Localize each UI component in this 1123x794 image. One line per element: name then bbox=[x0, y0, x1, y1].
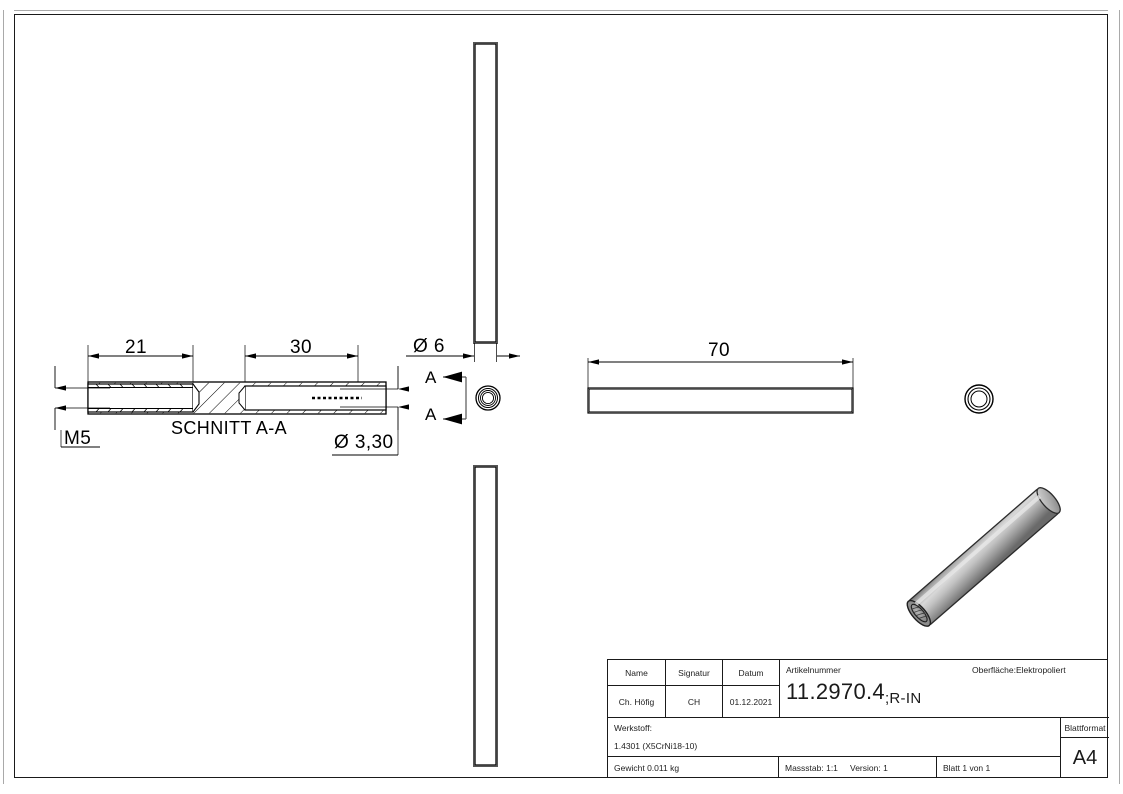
value-datum: 01.12.2021 bbox=[722, 685, 779, 717]
trim-line-top bbox=[14, 10, 1108, 11]
article-number-cell: Artikelnummer 11.2970.4;R-IN Oberfläche:… bbox=[779, 660, 1109, 717]
drawing-border bbox=[14, 14, 1108, 778]
section-view-caption: SCHNITT A-A bbox=[171, 418, 288, 438]
value-name: Ch. Höfig bbox=[608, 685, 665, 717]
isometric-rod-model bbox=[906, 487, 1061, 627]
section-marker-a-top: A bbox=[425, 368, 437, 387]
part-number-main: 11.2970.4 bbox=[786, 679, 885, 704]
value-oberflaeche: Elektropoliert bbox=[1016, 665, 1066, 675]
value-massstab: Massstab: 1:1 bbox=[778, 756, 844, 778]
dimension-overall-length: 70 bbox=[708, 340, 730, 361]
value-gewicht: Gewicht 0.011 kg bbox=[608, 756, 778, 778]
dimension-bore-length: 30 bbox=[290, 337, 312, 358]
dimension-outer-diameter: Ø 6 bbox=[413, 336, 445, 357]
label-artikelnummer: Artikelnummer bbox=[786, 665, 841, 675]
label-blattformat: Blattformat bbox=[1060, 717, 1109, 737]
label-werkstoff: Werkstoff: bbox=[614, 723, 652, 733]
header-name: Name bbox=[625, 667, 648, 678]
header-datum: Datum bbox=[722, 660, 779, 685]
value-version: Version: 1 bbox=[844, 756, 936, 778]
dimension-thread-length: 21 bbox=[125, 337, 147, 358]
part-number-suffix: ;R-IN bbox=[884, 690, 922, 707]
value-werkstoff: 1.4301 (X5CrNi18-10) bbox=[614, 741, 698, 751]
trim-line-right bbox=[1119, 10, 1120, 784]
dimension-bore-diameter: Ø 3,30 bbox=[334, 432, 394, 453]
label-oberflaeche: Oberfläche: bbox=[972, 665, 1016, 675]
werkstoff-cell: Werkstoff: 1.4301 (X5CrNi18-10) bbox=[608, 717, 1060, 756]
value-blattformat: A4 bbox=[1060, 737, 1109, 778]
value-blatt: Blatt 1 von 1 bbox=[936, 756, 1060, 778]
dimension-thread-size: M5 bbox=[64, 428, 92, 449]
value-signatur: CH bbox=[665, 685, 722, 717]
part-number: 11.2970.4;R-IN bbox=[786, 679, 921, 707]
section-marker-a-bottom: A bbox=[425, 405, 437, 424]
trim-line-left bbox=[3, 10, 4, 784]
header-signatur: Signatur bbox=[665, 660, 722, 685]
title-block: Name Signatur Datum Ch. Höfig CH 01.12.2… bbox=[607, 659, 1109, 778]
